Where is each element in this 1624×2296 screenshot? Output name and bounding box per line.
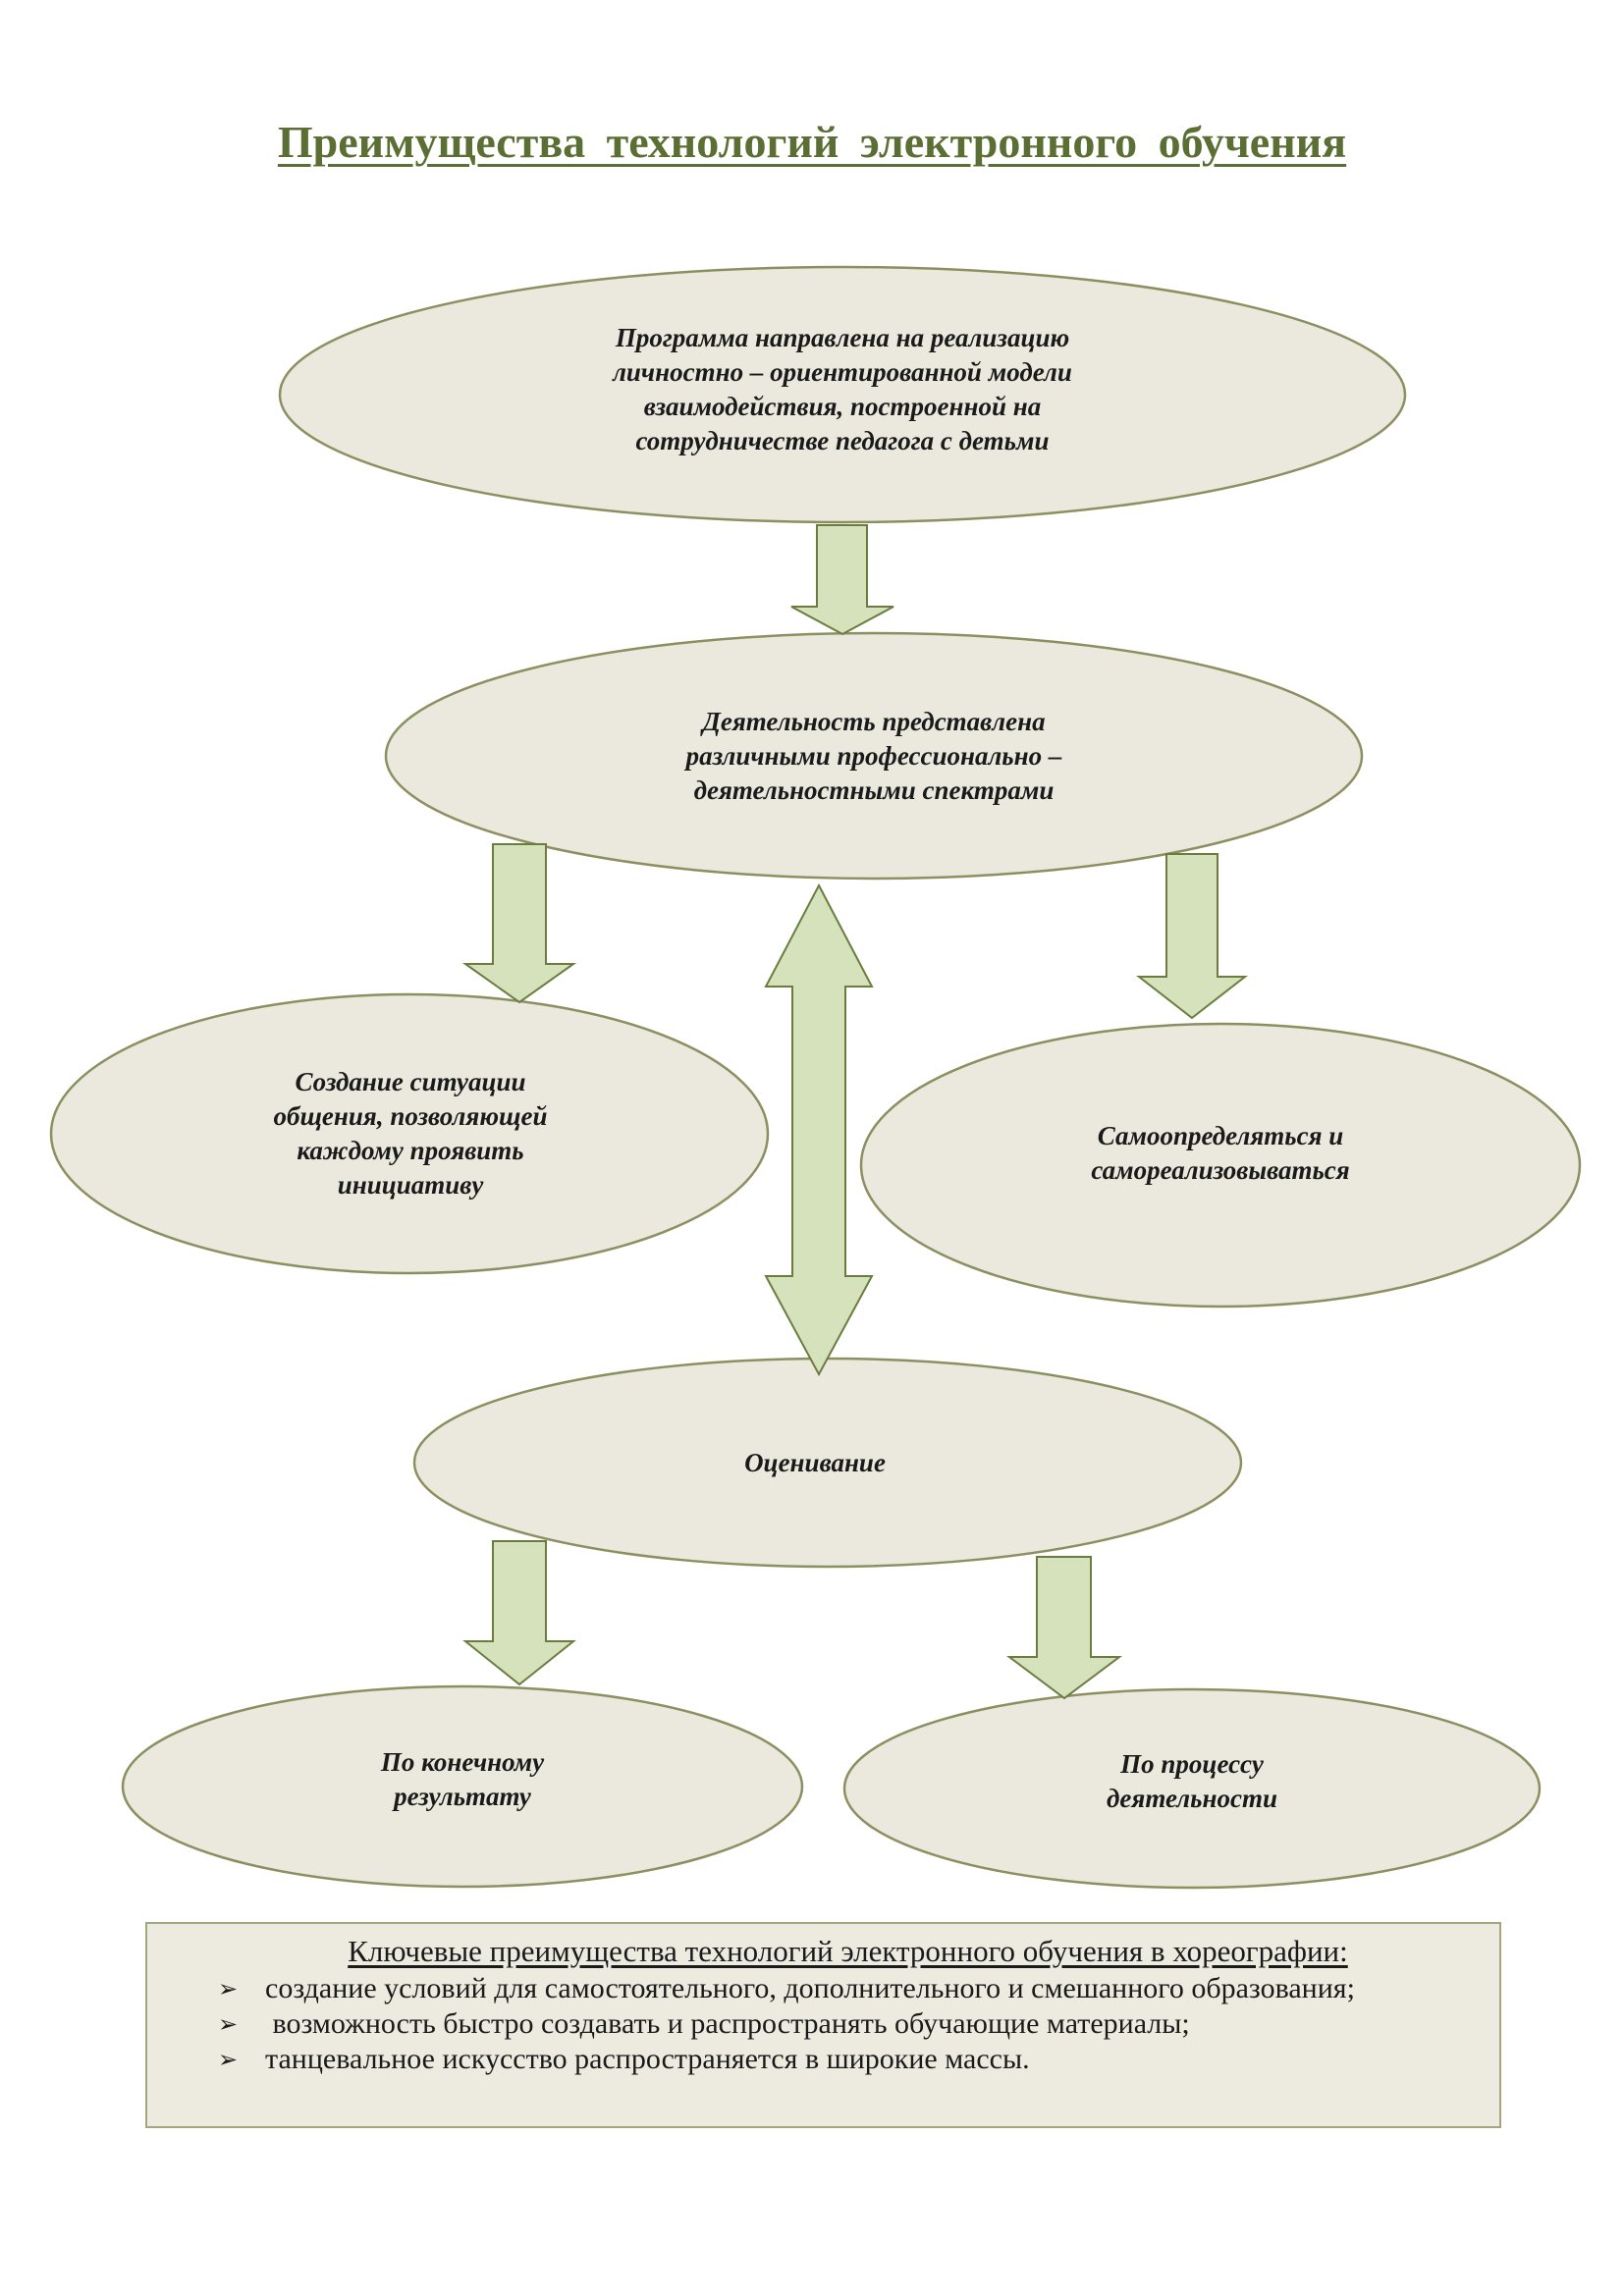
node-program: Программа направлена на реализацию лично… [613, 323, 1072, 455]
node-communication: Создание ситуации общения, позволяющей к… [273, 1067, 548, 1200]
arrow-down-icon [790, 524, 894, 636]
arrow-down-icon [1136, 853, 1248, 1020]
node-self: Самоопределяться и самореализовываться [1091, 1121, 1350, 1185]
list-item: ➢ возможность быстро создавать и распрос… [218, 2006, 1460, 2042]
list-item-text: создание условий для самостоятельного, д… [265, 1972, 1355, 2004]
list-item-text: возможность быстро создавать и распростр… [265, 2007, 1190, 2040]
arrow-down-icon [462, 1540, 576, 1686]
arrow-down-icon [461, 843, 577, 1004]
arrowhead-bullet-icon: ➢ [218, 2010, 239, 2038]
node-communication-shape [49, 992, 770, 1275]
arrowhead-bullet-icon: ➢ [218, 2046, 239, 2073]
node-program-shape [278, 265, 1407, 524]
double-arrow-icon [764, 882, 874, 1377]
node-evaluation: Оценивание [744, 1447, 886, 1477]
node-process-shape [842, 1687, 1542, 1890]
advantages-list: ➢ создание условий для самостоятельного, … [147, 1971, 1499, 2077]
node-result-shape [121, 1684, 804, 1889]
advantages-box: Ключевые преимущества технологий электро… [145, 1922, 1501, 2128]
list-item: ➢ танцевальное искусство распространяется… [218, 2042, 1460, 2077]
page-title: Преимущества технологий электронного обу… [277, 117, 1347, 167]
node-activity-shape [384, 631, 1364, 881]
arrowhead-bullet-icon: ➢ [218, 1975, 239, 2002]
node-process: По процессу деятельности [1107, 1749, 1277, 1813]
advantages-heading: Ключевые преимущества технологий электро… [348, 1934, 1348, 1968]
node-result: По конечному результату [380, 1747, 545, 1811]
list-item: ➢ создание условий для самостоятельного, … [218, 1971, 1460, 2006]
arrow-down-icon [1006, 1556, 1122, 1700]
node-activity: Деятельность представлена различными про… [685, 706, 1062, 805]
node-self-shape [859, 1022, 1582, 1308]
list-item-text: танцевальное искусство распространяется … [265, 2043, 1030, 2075]
